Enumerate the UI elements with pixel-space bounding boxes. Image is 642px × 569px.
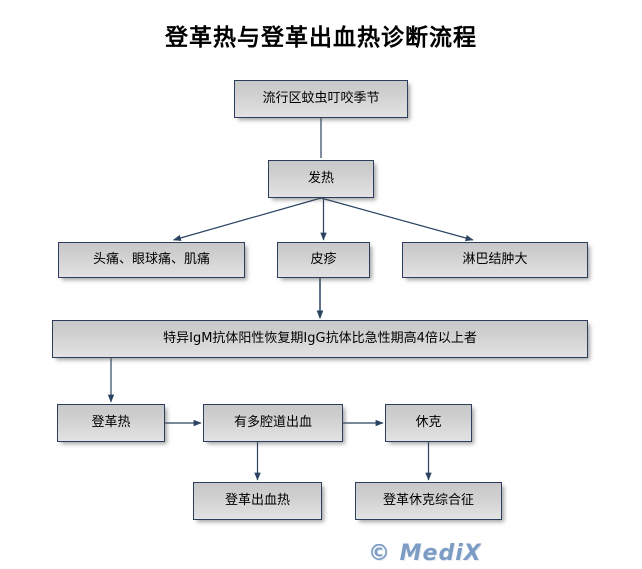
page-title: 登革热与登革出血热诊断流程 bbox=[165, 24, 477, 51]
flow-node-label: 皮疹 bbox=[310, 252, 337, 268]
flow-node-label: 特异IgM抗体阳性恢复期IgG抗体比急性期高4倍以上者 bbox=[163, 331, 477, 347]
flow-node-label: 有多腔道出血 bbox=[233, 415, 312, 431]
flow-node-lymph[interactable]: 淋巴结肿大 bbox=[402, 242, 588, 278]
flow-node-label: 发热 bbox=[307, 171, 334, 187]
flow-node-season[interactable]: 流行区蚊虫叮咬季节 bbox=[234, 80, 408, 118]
flow-node-label: 登革出血热 bbox=[224, 493, 290, 509]
flow-node-fever[interactable]: 发热 bbox=[268, 160, 374, 198]
flow-node-dhf[interactable]: 登革出血热 bbox=[193, 482, 322, 520]
flow-node-label: 淋巴结肿大 bbox=[462, 252, 528, 268]
flow-node-pain[interactable]: 头痛、眼球痛、肌痛 bbox=[58, 242, 245, 278]
flow-node-label: 头痛、眼球痛、肌痛 bbox=[92, 252, 210, 268]
edge-fever-to-pain bbox=[172, 197, 322, 242]
flow-node-rash[interactable]: 皮疹 bbox=[277, 242, 370, 278]
flow-node-serology[interactable]: 特异IgM抗体阳性恢复期IgG抗体比急性期高4倍以上者 bbox=[52, 320, 588, 358]
flow-node-label: 登革休克综合征 bbox=[382, 493, 474, 509]
flow-node-label: 流行区蚊虫叮咬季节 bbox=[262, 91, 380, 107]
medix-watermark: © MediX bbox=[368, 541, 482, 566]
flow-node-dss[interactable]: 登革休克综合征 bbox=[355, 482, 502, 520]
flow-node-label: 登革热 bbox=[91, 415, 131, 431]
edge-fever-to-lymph bbox=[320, 197, 474, 242]
flow-node-label: 休克 bbox=[415, 415, 442, 431]
flow-node-shock[interactable]: 休克 bbox=[385, 404, 472, 442]
flow-node-bleeding[interactable]: 有多腔道出血 bbox=[203, 404, 343, 442]
flow-node-dengue[interactable]: 登革热 bbox=[57, 404, 165, 442]
